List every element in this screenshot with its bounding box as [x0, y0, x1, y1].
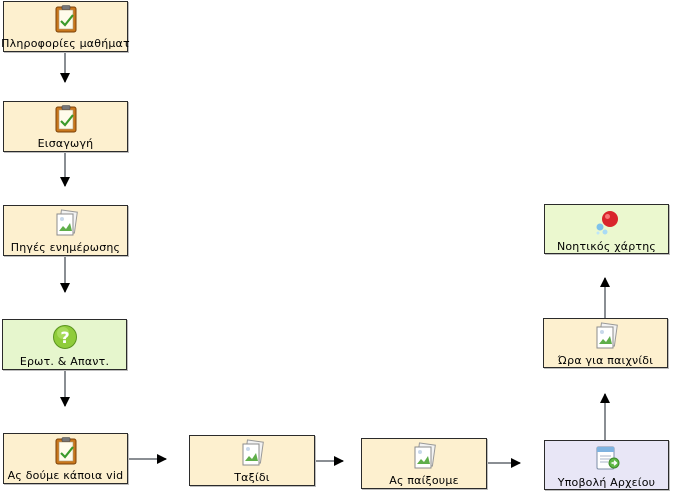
node-label: Ερωτ. & Απαντ.	[19, 355, 110, 368]
node-label: Πληροφορίες μαθήματ	[1, 37, 130, 50]
node-label: Νοητικός χάρτης	[556, 240, 657, 253]
node-label: Υποβολή Αρχείου	[557, 476, 656, 489]
activity-watch-videos[interactable]: Ας δούμε κάποια vid	[3, 433, 128, 484]
activity-game-time[interactable]: Ώρα για παιχνίδι	[543, 318, 668, 368]
activity-introduction[interactable]: Εισαγωγή	[3, 101, 128, 152]
image-page-icon	[596, 322, 618, 349]
image-page-icon	[56, 209, 78, 236]
node-label: Ώρα για παιχνίδι	[557, 354, 654, 367]
activity-trip[interactable]: Ταξίδι	[189, 435, 315, 486]
image-page-icon	[414, 442, 436, 469]
activity-course-info[interactable]: Πληροφορίες μαθήματ	[1, 1, 130, 52]
svg-text:?: ?	[60, 328, 69, 347]
activity-mind-map[interactable]: Νοητικός χάρτης	[544, 204, 669, 254]
image-page-icon	[242, 439, 264, 466]
activity-questions-answers[interactable]: ? Ερωτ. & Απαντ.	[2, 319, 127, 370]
node-label: Ας παίξουμε	[389, 474, 459, 487]
activity-lets-play[interactable]: Ας παίξουμε	[361, 438, 487, 489]
node-label: Εισαγωγή	[37, 137, 94, 150]
node-label: Πηγές ενημέρωσης	[10, 241, 121, 254]
notepad-icon	[55, 105, 76, 133]
question-icon: ?	[52, 325, 77, 349]
notepad-icon	[55, 437, 76, 465]
file-upload-icon	[596, 446, 619, 470]
node-label: Ας δούμε κάποια vid	[7, 469, 124, 482]
activity-file-upload[interactable]: Υποβολή Αρχείου	[544, 440, 669, 490]
notepad-icon	[55, 5, 76, 33]
node-label: Ταξίδι	[234, 471, 270, 484]
mindmap-bubbles-icon	[596, 211, 618, 235]
activity-information-sources[interactable]: Πηγές ενημέρωσης	[3, 205, 128, 256]
